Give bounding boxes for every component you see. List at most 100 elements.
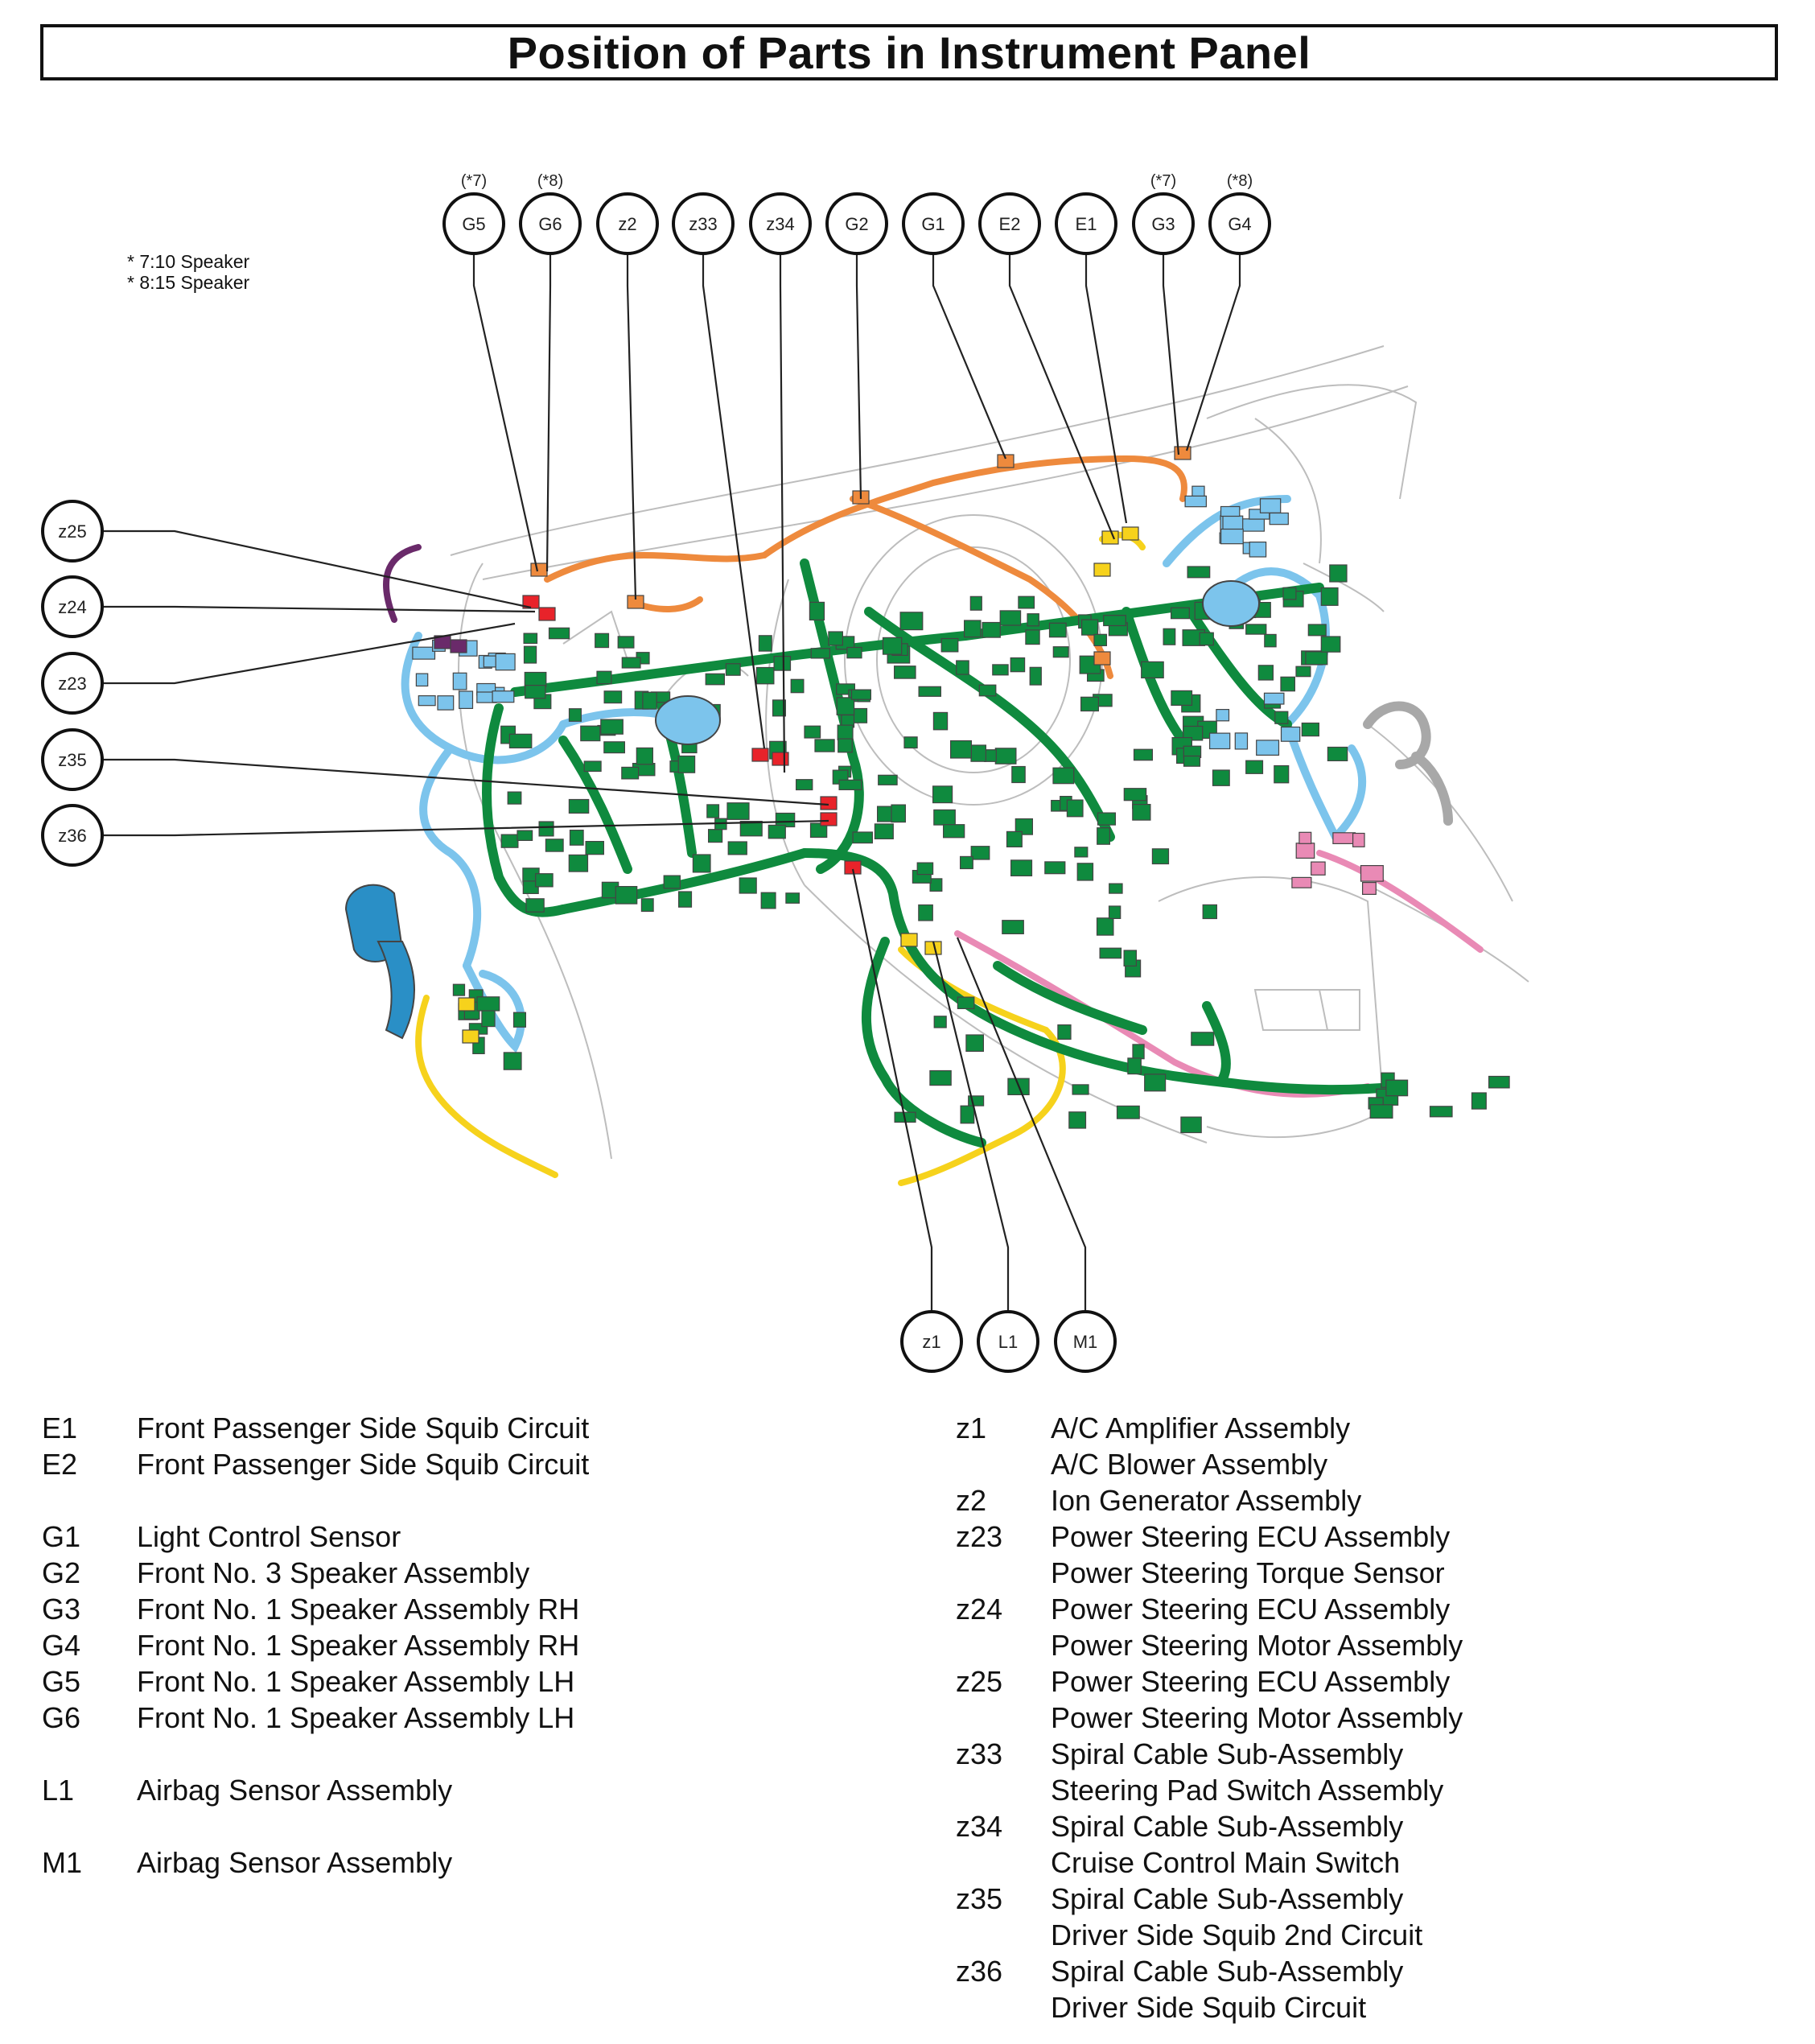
connector-block [949,740,972,759]
connector-block [852,831,873,844]
connector-block [492,690,515,703]
harness-gray [1363,701,1453,826]
legend-code [956,1989,1051,2025]
connector-block [595,633,610,649]
connector-block [1093,633,1107,646]
legend-code: z23 [956,1520,1003,1553]
highlighted-connector [751,748,769,762]
connector-block [1184,495,1207,508]
highlighted-connector [1093,563,1111,577]
connector-block [1263,692,1285,705]
connector-block [459,690,474,709]
callout-z34-label: z34 [766,214,794,234]
callout-z36-circle [41,804,104,867]
connector-block [663,875,681,889]
connector-block [1097,812,1116,826]
highlighted-connector [1174,446,1191,460]
highlighted-connector [530,563,548,577]
connector-block [568,708,582,722]
legend-row: Driver Side Squib 2nd Circuit [956,1917,1463,1953]
connector-block [481,1009,496,1028]
connector-block [707,829,723,843]
connector-block [1029,666,1042,686]
connector-block [999,610,1022,626]
connector-block [1234,732,1249,750]
legend-code: z34 [956,1810,1003,1843]
connector-block [1123,950,1137,966]
connector-block [580,725,601,742]
connector-block [517,830,533,841]
callout-g4-note: (*8) [1227,172,1253,190]
connector-block [916,862,934,876]
connector-block [1298,831,1312,844]
connector-block [1329,564,1348,583]
connector-block [642,691,657,710]
callout-g5-note: (*7) [461,172,487,190]
connector-block [1127,1057,1142,1075]
connector-block [1170,607,1190,620]
connector-block [726,802,750,820]
highlighted-connector [1101,530,1119,545]
callout-g6-label: G6 [538,214,562,234]
connector-block [1280,726,1301,742]
connector-block [727,841,747,855]
highlighted-connector [844,860,862,875]
connector-block [452,672,467,690]
legend-row: Driver Side Squib Circuit [956,1989,1463,2025]
connector-block [1361,881,1377,895]
legend-code: z25 [956,1665,1003,1698]
connector-block [773,655,792,671]
connector-block [1216,708,1230,722]
callout-z33-circle [672,192,735,255]
legend-description: Power Steering ECU Assembly [1051,1520,1451,1553]
legend-description: Front No. 1 Speaker Assembly LH [137,1701,575,1734]
connector-block [963,620,982,638]
connector-block [850,689,871,700]
left-duct-part [344,884,415,1040]
legend-row: A/C Blower Assembly [956,1446,1463,1482]
leader-g3 [1162,253,1180,455]
connector-block [956,660,969,675]
speaker-notes: * 7:10 Speaker * 8:15 Speaker [127,251,249,293]
callout-z35-label: z35 [58,750,86,770]
connector-block [535,873,554,888]
callout-z23-label: z23 [58,674,86,694]
connector-block [1151,848,1170,865]
legend-spacer [42,1736,589,1772]
legend-row: Power Steering Motor Assembly [956,1700,1463,1736]
leader-z2 [626,253,637,600]
connector-block [621,766,640,780]
callout-g4-label: G4 [1228,214,1251,234]
connector-block [1212,769,1230,786]
legend-code: z2 [956,1484,987,1517]
connector-block [1183,725,1204,741]
legend-description: Spiral Cable Sub-Assembly [1051,1882,1404,1915]
connector-block [1220,505,1241,517]
connector-block [640,898,654,913]
connector-block [1369,1104,1393,1119]
connector-block [982,621,1001,638]
callout-z34-circle [749,192,812,255]
connector-block [932,785,953,804]
connector-block [1015,818,1034,835]
callout-z2-label: z2 [618,214,636,234]
connector-block [603,690,623,704]
legend-description: Front Passenger Side Squib Circuit [137,1448,590,1481]
highlighted-connector [997,454,1015,468]
callout-g5-circle [442,192,505,255]
connector-block [1274,764,1290,784]
harness-pink [954,850,1484,1098]
connector-block [1202,904,1217,920]
connector-block [739,820,763,837]
connector-block [1245,624,1267,635]
legend-code: z36 [956,1955,1003,1988]
connector-block [772,699,786,717]
callout-g1-circle [902,192,965,255]
connector-block [452,983,466,996]
connector-block [810,648,831,659]
callout-z25-circle [41,500,104,563]
callout-e2-label: E2 [999,214,1021,234]
connector-block [412,646,436,660]
